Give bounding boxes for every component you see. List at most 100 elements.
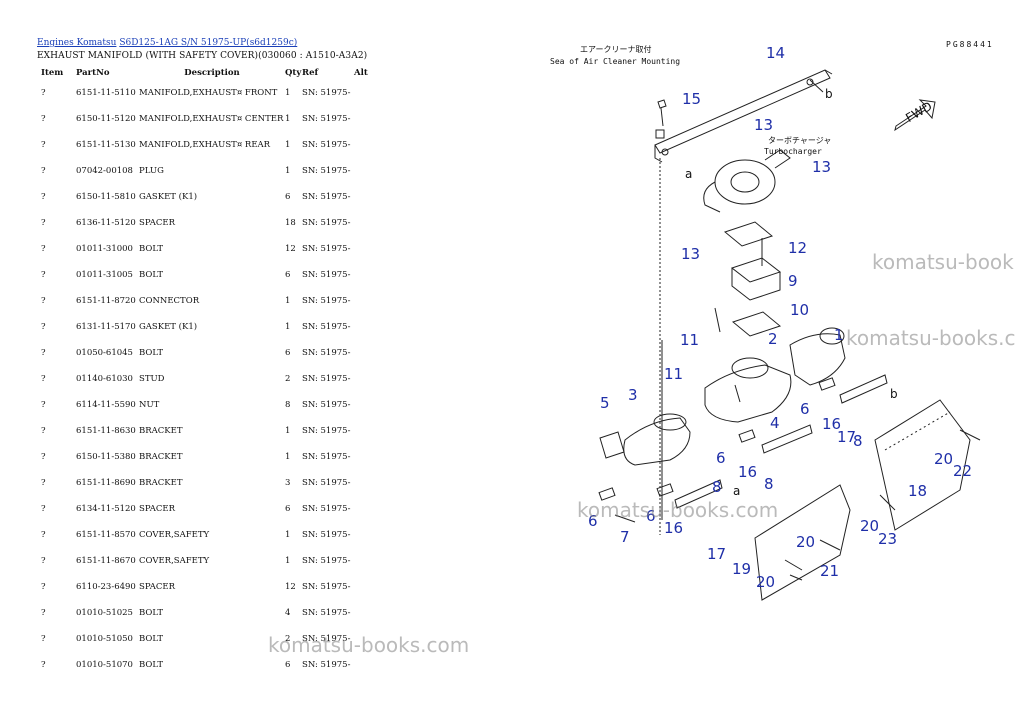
cell-alt: [354, 184, 374, 210]
cell-qty: 12: [285, 244, 296, 254]
cell-qty: 1: [285, 140, 291, 150]
cell-description: MANIFOLD,EXHAUST¤ REAR: [139, 140, 271, 150]
cell-qty: 6: [285, 270, 291, 280]
cell-description: COVER,SAFETY: [139, 556, 210, 566]
cell-alt: [354, 574, 374, 600]
callout-8-a: 8: [853, 432, 863, 450]
callout-1: 1: [834, 326, 844, 344]
breadcrumb-model-link[interactable]: S6D125-1AG S/N 51975-UP(s6d1259c): [119, 38, 298, 48]
cell-alt: [354, 392, 374, 418]
callout-16-c: 16: [664, 519, 683, 537]
cell-partno: 6151-11-8720: [76, 296, 136, 306]
safety-cover-18: [874, 399, 971, 531]
cell-qty: 6: [285, 660, 291, 670]
cell-description: BOLT: [139, 348, 163, 358]
cell-qty: 1: [285, 426, 291, 436]
cell-item: ?: [41, 218, 46, 228]
cell-partno: 01011-31005: [76, 270, 133, 280]
cell-alt: [354, 366, 374, 392]
cell-ref: SN: 51975-: [302, 270, 351, 280]
cell-partno: 6131-11-5170: [76, 322, 136, 332]
ref-letter-b-right: b: [890, 387, 898, 401]
connector-9: [730, 257, 782, 283]
cell-description: BOLT: [139, 634, 163, 644]
cell-qty: 1: [285, 166, 291, 176]
cell-alt: [354, 236, 374, 262]
cell-ref: SN: 51975-: [302, 478, 351, 488]
callout-17-a: 17: [837, 428, 856, 446]
watermark-bottom: komatsu-books.com: [268, 633, 470, 657]
callout-14: 14: [766, 44, 785, 62]
cell-alt: [354, 132, 374, 158]
cell-item: ?: [41, 114, 46, 124]
bracket-4: [761, 424, 813, 454]
cell-ref: SN: 51975-: [302, 374, 351, 384]
cell-partno: 6151-11-5130: [76, 140, 136, 150]
cell-alt: [354, 522, 374, 548]
parts-table: Item PartNo Description Qty Ref Alt ?615…: [37, 66, 374, 678]
cell-qty: 6: [285, 192, 291, 202]
callout-20-a: 20: [934, 450, 953, 468]
jp-note-aircleaner: エアークリーナ取付: [580, 44, 652, 54]
cell-partno: 6151-11-8570: [76, 530, 136, 540]
gasket-5: [599, 431, 625, 459]
cell-alt: [354, 106, 374, 132]
cell-ref: SN: 51975-: [302, 322, 351, 332]
callout-5: 5: [600, 394, 610, 412]
cell-partno: 6114-11-5590: [76, 400, 136, 410]
callout-20-d: 20: [756, 573, 775, 591]
gasket-upper: [723, 221, 774, 247]
cell-description: MANIFOLD,EXHAUST¤ CENTER: [139, 114, 284, 124]
breadcrumb-engines-link[interactable]: Engines Komatsu: [37, 38, 117, 48]
callout-17-b: 17: [707, 545, 726, 563]
cell-alt: [354, 548, 374, 574]
callout-8-c: 8: [712, 478, 722, 496]
cell-item: ?: [41, 608, 46, 618]
cell-description: MANIFOLD,EXHAUST¤ FRONT: [139, 88, 278, 98]
callout-4: 4: [770, 414, 780, 432]
rail-hole-2: [806, 78, 814, 86]
cell-qty: 4: [285, 608, 291, 618]
callout-13-c: 13: [681, 245, 700, 263]
cell-ref: SN: 51975-: [302, 244, 351, 254]
cell-ref: SN: 51975-: [302, 348, 351, 358]
cell-qty: 1: [285, 530, 291, 540]
cell-partno: 6151-11-8630: [76, 426, 136, 436]
cell-description: PLUG: [139, 166, 164, 176]
callout-10: 10: [790, 301, 809, 319]
callout-22: 22: [953, 462, 972, 480]
cell-qty: 1: [285, 88, 291, 98]
callout-20-c: 20: [860, 517, 879, 535]
cell-description: NUT: [139, 400, 160, 410]
cell-ref: SN: 51975-: [302, 114, 351, 124]
cell-qty: 6: [285, 504, 291, 514]
fwd-label: FWD: [903, 99, 934, 125]
cell-qty: 1: [285, 114, 291, 124]
cell-ref: SN: 51975-: [302, 556, 351, 566]
callout-15: 15: [682, 90, 701, 108]
cell-partno: 01010-51025: [76, 608, 133, 618]
cell-qty: 8: [285, 400, 291, 410]
cell-ref: SN: 51975-: [302, 192, 351, 202]
header-partno: PartNo: [76, 68, 110, 78]
header-ref: Ref: [302, 68, 319, 78]
cell-item: ?: [41, 270, 46, 280]
cell-description: SPACER: [139, 504, 176, 514]
cell-qty: 2: [285, 634, 291, 644]
cell-item: ?: [41, 634, 46, 644]
callout-7: 7: [620, 528, 630, 546]
header-alt: Alt: [354, 68, 368, 78]
cell-alt: [354, 418, 374, 444]
turbocharger-housing: [714, 159, 776, 205]
cell-item: ?: [41, 556, 46, 566]
